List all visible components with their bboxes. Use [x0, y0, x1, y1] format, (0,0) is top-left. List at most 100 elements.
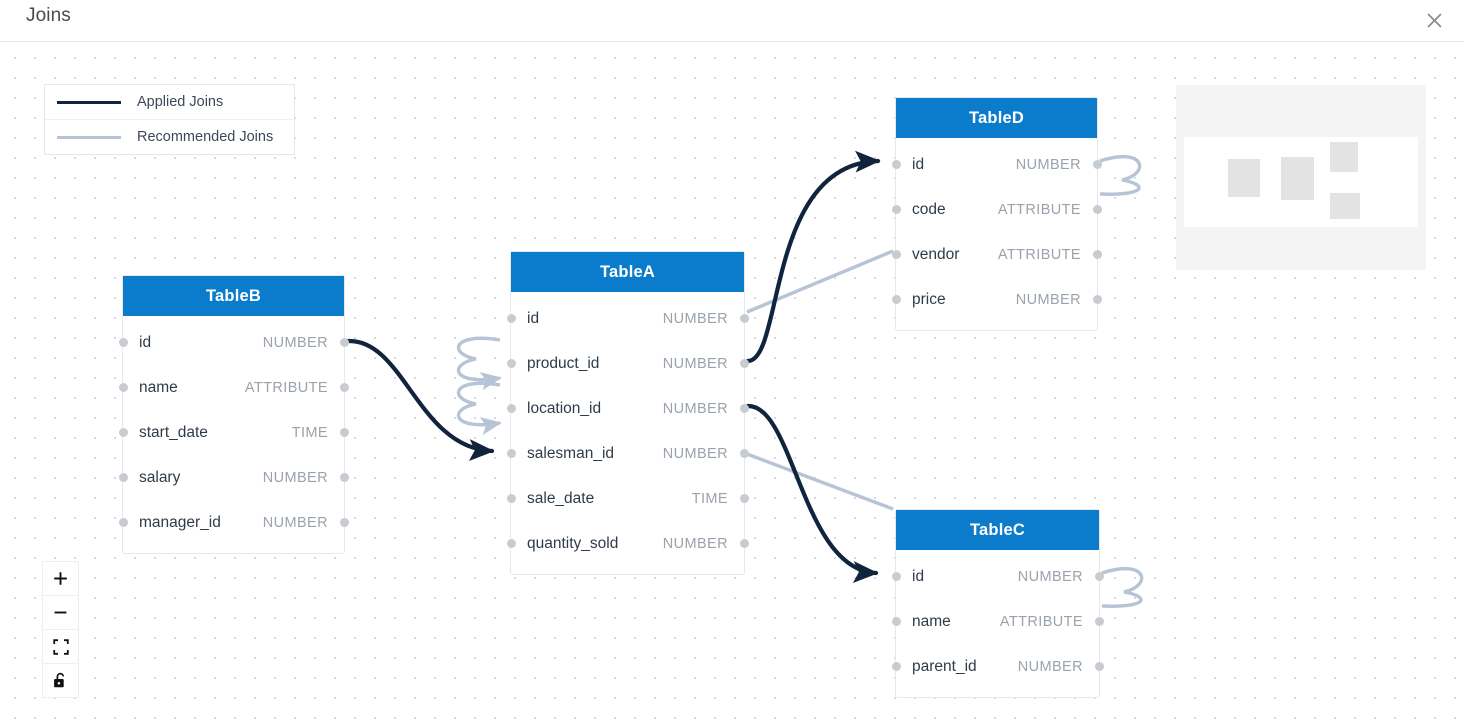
table-name: TableD [969, 108, 1024, 127]
table-header[interactable]: TableD [896, 98, 1097, 138]
join-port-left[interactable] [891, 160, 901, 169]
zoom-out-button[interactable] [43, 595, 78, 629]
join-port-right[interactable] [1092, 205, 1102, 214]
join-port-left[interactable] [118, 428, 128, 437]
close-icon[interactable] [1418, 4, 1450, 36]
table-name: TableB [206, 286, 261, 305]
recommended-loop-tabled-id [1099, 154, 1142, 196]
applied-join-a-product-id-to-d-id [745, 150, 881, 364]
column-type: NUMBER [1017, 568, 1083, 585]
column-type: NUMBER [662, 445, 728, 462]
column-type: NUMBER [1015, 156, 1081, 173]
column-name: vendor [912, 245, 960, 263]
join-port-right[interactable] [739, 539, 749, 548]
column-type: NUMBER [1017, 658, 1083, 675]
join-port-left[interactable] [891, 250, 901, 259]
recommended-loop-product-id [456, 336, 503, 391]
minimap[interactable] [1176, 85, 1426, 270]
join-port-left[interactable] [118, 473, 128, 482]
legend-item-applied-joins: Applied Joins [45, 85, 294, 119]
join-port-left[interactable] [506, 494, 516, 503]
join-port-left[interactable] [506, 449, 516, 458]
column-type: ATTRIBUTE [999, 613, 1083, 630]
join-port-right[interactable] [1094, 662, 1104, 671]
join-port-left[interactable] [506, 359, 516, 368]
column-type: ATTRIBUTE [997, 201, 1081, 218]
column-name: name [139, 378, 178, 396]
join-port-right[interactable] [339, 518, 349, 527]
recommended-loop-tablec-id [1101, 566, 1144, 608]
column-name: parent_id [912, 657, 977, 675]
column-name: quantity_sold [527, 534, 619, 552]
join-port-left[interactable] [891, 572, 901, 581]
column-type: ATTRIBUTE [244, 379, 328, 396]
join-port-right[interactable] [1094, 617, 1104, 626]
join-port-left[interactable] [118, 338, 128, 347]
join-port-right[interactable] [739, 359, 749, 368]
join-port-left[interactable] [506, 404, 516, 413]
join-port-right[interactable] [339, 473, 349, 482]
join-port-right[interactable] [739, 449, 749, 458]
table-row[interactable]: parent_id NUMBER [891, 644, 1104, 689]
join-port-right[interactable] [1092, 250, 1102, 259]
join-port-left[interactable] [506, 539, 516, 548]
column-type: NUMBER [262, 514, 328, 531]
table-row[interactable]: salesman_id NUMBER [506, 431, 749, 476]
join-port-right[interactable] [1092, 160, 1102, 169]
join-port-left[interactable] [891, 662, 901, 671]
page-title: Joins [26, 5, 71, 26]
unlocked-padlock-icon[interactable] [43, 663, 78, 697]
canvas-zoom-controls [42, 561, 79, 698]
column-name: salesman_id [527, 444, 615, 462]
table-row[interactable]: name ATTRIBUTE [118, 365, 349, 410]
join-port-right[interactable] [739, 314, 749, 323]
column-name: product_id [527, 354, 600, 372]
join-port-right[interactable] [339, 428, 349, 437]
join-port-left[interactable] [891, 205, 901, 214]
column-name: salary [139, 468, 181, 486]
table-header[interactable]: TableA [511, 252, 744, 292]
join-port-right[interactable] [339, 383, 349, 392]
join-port-left[interactable] [891, 617, 901, 626]
fit-to-screen-button[interactable] [43, 629, 78, 663]
join-port-right[interactable] [739, 404, 749, 413]
join-port-right[interactable] [1092, 295, 1102, 304]
table-header[interactable]: TableC [896, 510, 1099, 550]
join-port-left[interactable] [506, 314, 516, 323]
applied-join-b-id-to-a-salesman-id [345, 338, 495, 461]
applied-join-a-location-id-to-c-id [745, 403, 879, 583]
join-port-right[interactable] [739, 494, 749, 503]
join-port-right[interactable] [339, 338, 349, 347]
join-port-left[interactable] [118, 383, 128, 392]
minimap-viewport[interactable] [1184, 137, 1418, 227]
recommended-loop-location-id [456, 381, 503, 436]
join-port-right[interactable] [1094, 572, 1104, 581]
column-name: id [912, 567, 925, 585]
zoom-in-button[interactable] [43, 562, 78, 595]
legend-item-recommended-joins: Recommended Joins [45, 119, 294, 154]
table-header[interactable]: TableB [123, 276, 344, 316]
join-port-left[interactable] [118, 518, 128, 527]
table-row[interactable]: id NUMBER [891, 554, 1104, 599]
join-port-left[interactable] [891, 295, 901, 304]
